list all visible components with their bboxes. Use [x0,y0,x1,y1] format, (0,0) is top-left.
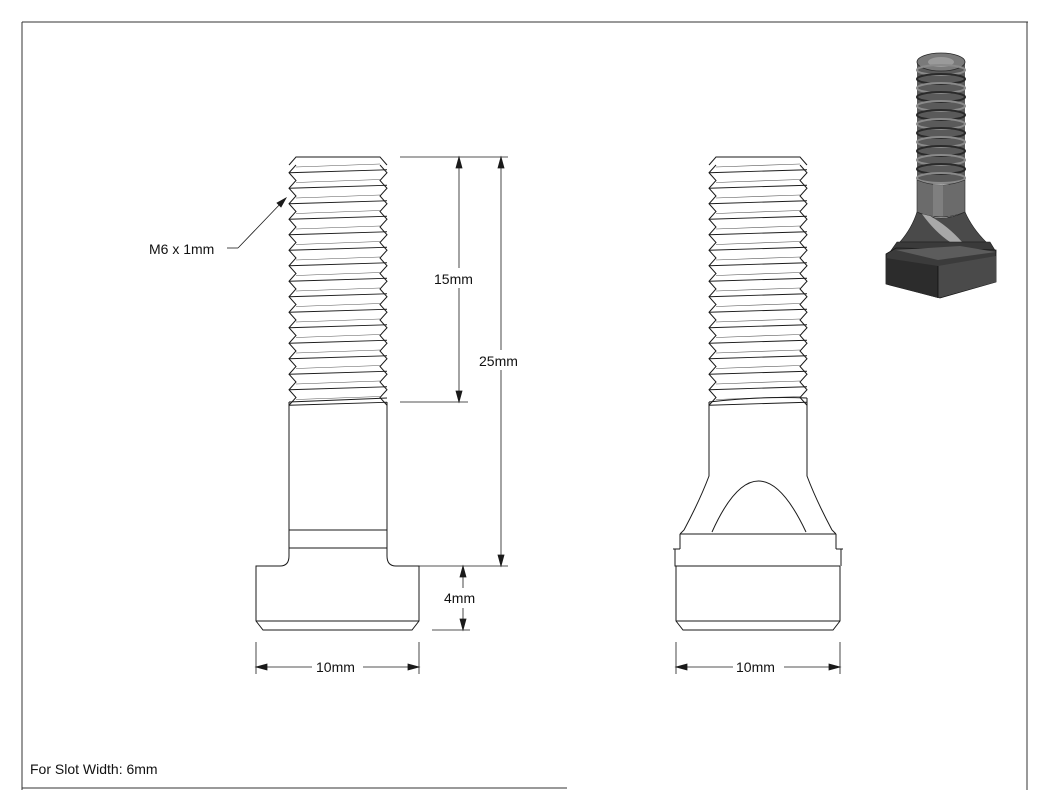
thread-root-line [295,194,381,199]
head-width-front-label: 10mm [316,659,355,675]
thread-crest-line [708,246,808,251]
thread-crest-line [288,215,388,220]
thread-root-line [715,380,801,385]
thread-root-line [715,365,801,369]
thread-crest-line [708,293,808,298]
thread-callout-label: M6 x 1mm [149,241,214,257]
thread-crest-line [708,308,808,313]
thread-crest-line [288,324,388,329]
thread-lines [288,163,388,406]
thread-profile-left [288,164,297,406]
thread-crest-line [708,231,808,236]
thread-crest-line [288,386,388,391]
thread-crest-line [288,200,388,205]
thread-crest-line [288,277,388,282]
thread-root-line [295,334,381,338]
front-dim-labels: 15mm 25mm 4mm 10mm M6 x 1mm [149,241,524,675]
thread-crest-line [708,339,808,344]
thread-crest-line [708,355,808,360]
thread-profile-right [799,164,808,406]
thread-root-line [715,272,801,276]
thread-root-line [295,225,381,230]
thread-root-line [295,365,381,369]
thread-root-line [715,349,801,354]
thread-crest-line [708,200,808,205]
head-width-side-label: 10mm [736,659,775,675]
render-thread-rings [916,64,966,184]
thread-crest-line [288,231,388,236]
slot-width-note: For Slot Width: 6mm [30,761,158,777]
thread-root-line [295,272,381,276]
thread-crest-line [288,339,388,344]
thread-root-line [295,303,381,307]
thread-root-line [295,179,381,183]
thread-root-line [715,210,801,214]
thread-root-line [715,318,801,323]
thread-profile-left [708,164,717,406]
thread-crest-line [288,262,388,267]
thread-root-line [715,241,801,245]
thread-crest-line [708,169,808,174]
front-view-bolt [255,156,420,631]
thread-crest-line [708,215,808,220]
thread-crest-line [288,169,388,174]
thread-crest-line [288,184,388,189]
side-view-bolt [673,156,843,631]
thread-root-line [295,287,381,292]
thread-root-line [295,163,381,168]
thread-crest-line [708,277,808,282]
thread-root-line [295,318,381,323]
isometric-render [885,52,997,299]
thread-crest-line [288,370,388,375]
thread-root-line [295,241,381,245]
thread-crest-line [708,184,808,189]
thread-root-line [715,225,801,230]
thread-root-line [715,303,801,307]
thread-crest-line [708,386,808,391]
thread-crest-line [288,401,388,406]
sheet-border [21,21,1028,790]
thread-crest-line [288,293,388,298]
thread-crest-line [708,401,808,406]
front-dimensions [227,155,508,674]
thread-crest-line [708,324,808,329]
thread-root-line [295,380,381,385]
thread-crest-line [708,262,808,267]
thread-root-line [715,194,801,199]
thread-root-line [295,210,381,214]
thread-root-line [715,163,801,168]
thread-root-line [715,334,801,338]
thread-crest-line [288,246,388,251]
head-height-label: 4mm [444,590,475,606]
thread-crest-line [288,308,388,313]
thread-root-line [295,349,381,354]
thread-lines [708,163,808,406]
thread-crest-line [708,370,808,375]
thread-profile-right [379,164,388,406]
thread-root-line [715,179,801,183]
thread-length-label: 15mm [434,271,473,287]
side-dimensions [674,642,842,674]
thread-root-line [715,256,801,261]
thread-crest-line [288,355,388,360]
thread-root-line [295,396,381,400]
thread-root-line [715,287,801,292]
total-length-label: 25mm [479,353,518,369]
thread-root-line [295,256,381,261]
